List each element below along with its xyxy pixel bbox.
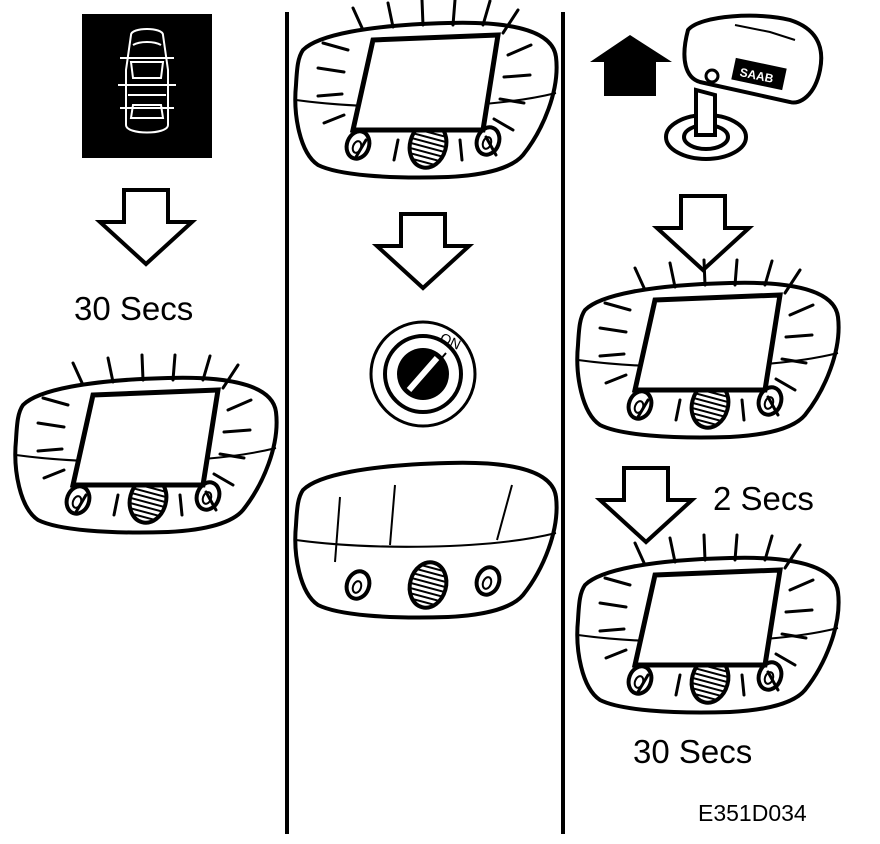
key-brand-label: SAAB: [739, 65, 775, 86]
interior-light-off-col2: [293, 460, 559, 620]
interior-light-lit-col3-2: [577, 535, 838, 713]
interior-light-lit-col1: [15, 355, 276, 533]
up-arrow-remove-key: [590, 35, 672, 96]
down-arrow-col1: [98, 188, 194, 266]
wait-label-short-col3: 2 Secs: [713, 480, 814, 517]
ignition-switch-on: ON: [369, 320, 477, 428]
down-arrow-col2: [375, 212, 471, 290]
interior-light-lit-col2: [295, 0, 556, 178]
key-in-ignition: SAAB: [664, 13, 824, 161]
down-arrow-col3-2: [598, 466, 694, 544]
figure-code: E351D034: [698, 800, 807, 826]
car-doors-icon: [82, 14, 212, 158]
interior-light-lit-col3-1: [577, 260, 838, 438]
wait-label-long-col3: 30 Secs: [633, 733, 753, 770]
wait-label-col1: 30 Secs: [74, 290, 194, 327]
